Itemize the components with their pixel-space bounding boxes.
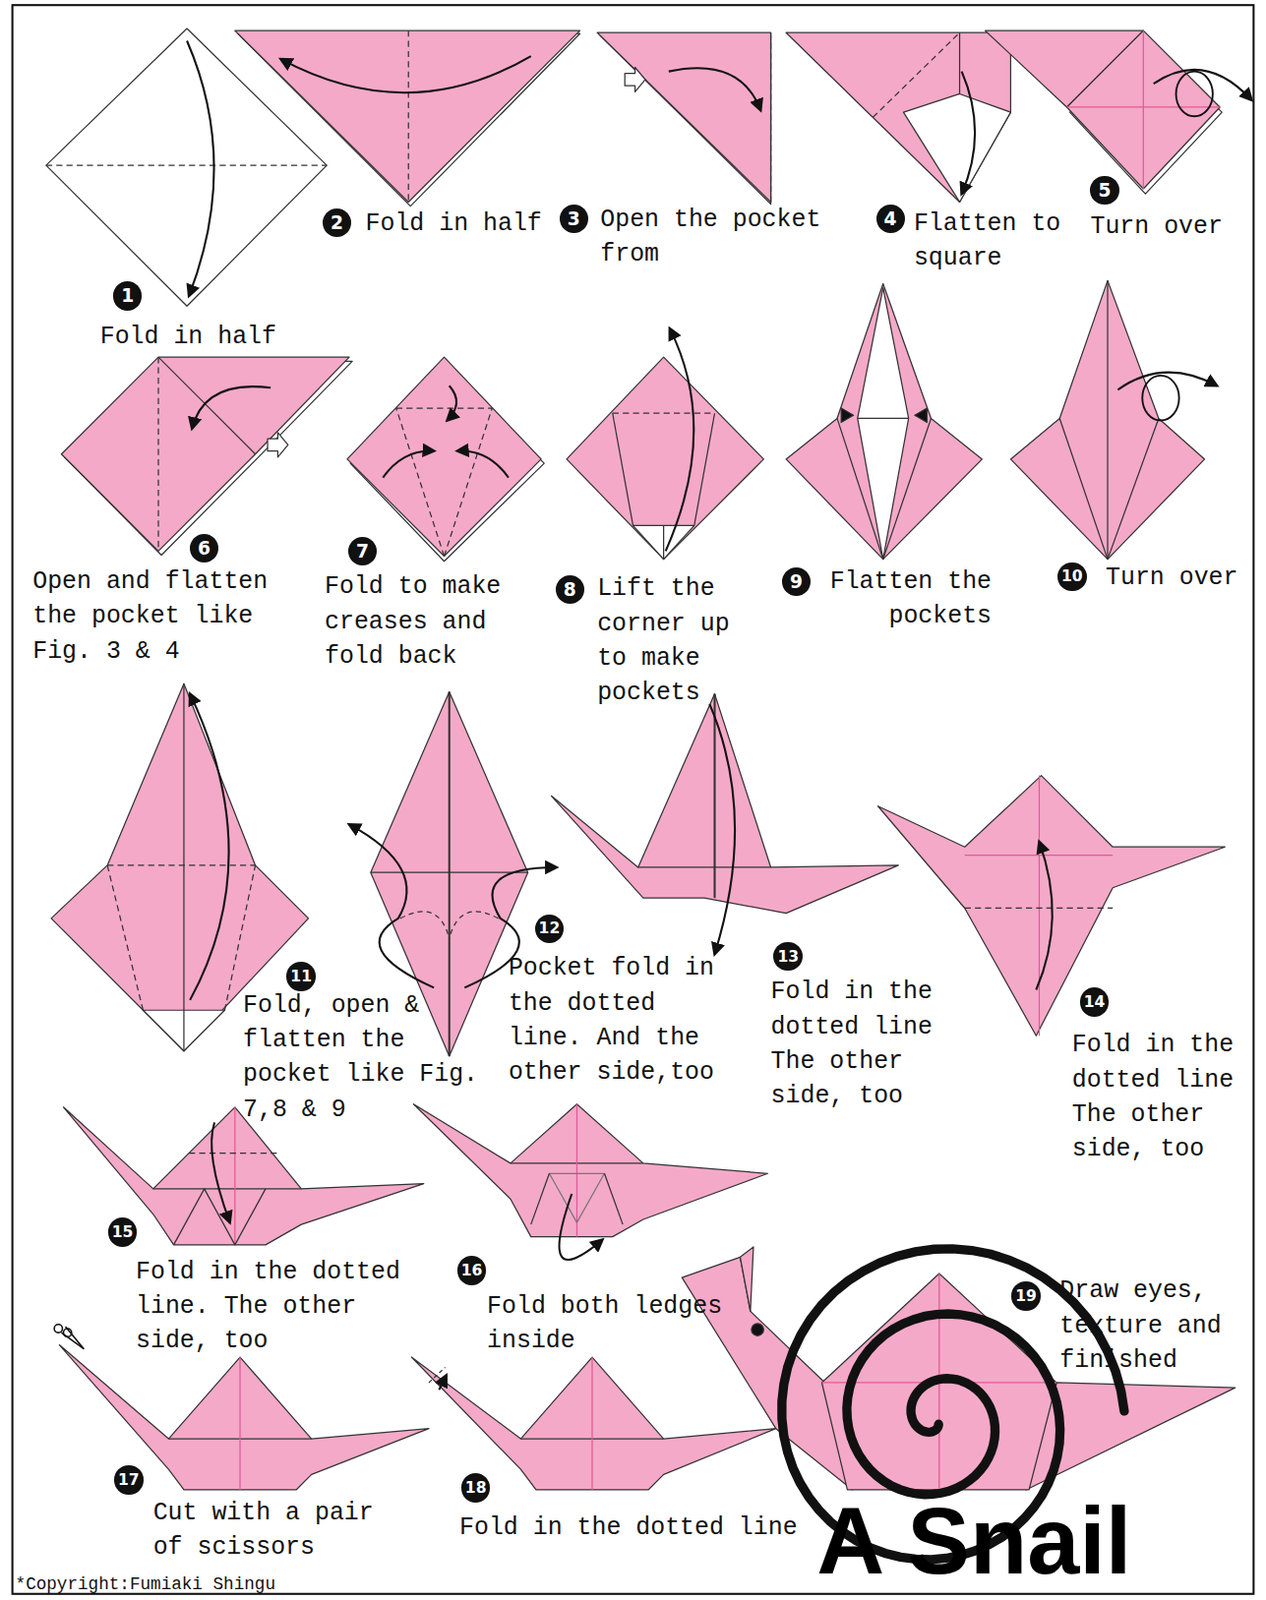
step-caption: Fold to make creases and fold back: [324, 569, 506, 674]
step-number-text: 8: [563, 579, 577, 601]
step-number: 10: [1057, 562, 1087, 593]
step-caption: Fold, open & flatten the pocket like Fig…: [242, 988, 483, 1128]
step-caption: Pocket fold in the dotted line. And the …: [508, 951, 720, 1090]
step-number: 16: [457, 1256, 487, 1286]
step-number: 3: [559, 204, 589, 234]
step-number: 19: [1011, 1281, 1041, 1312]
step-number-text: 11: [290, 967, 312, 986]
title: A Snail: [816, 1488, 1132, 1596]
step-caption: Fold in half: [365, 206, 562, 242]
step-number-text: 4: [884, 208, 898, 230]
step-number: 6: [189, 534, 219, 563]
step-caption: Open the pocket from: [600, 202, 826, 273]
step-caption: Fold in half: [100, 319, 297, 355]
step-number: 15: [108, 1217, 138, 1248]
step-number: 11: [286, 962, 316, 992]
step-caption: Fold in the dotted line The other side, …: [771, 974, 938, 1114]
step-caption: Turn over: [1105, 560, 1258, 596]
step-caption: Flatten the pockets: [825, 564, 992, 635]
step-number-text: 2: [330, 212, 344, 234]
step-number-text: 3: [567, 208, 581, 230]
step-number: 4: [876, 204, 905, 234]
step-number-text: 5: [1097, 180, 1111, 201]
step-number: 9: [782, 567, 811, 597]
step-number-text: 14: [1084, 993, 1106, 1012]
step-number-text: 9: [789, 571, 803, 593]
step-number: 18: [461, 1473, 491, 1504]
step-number: 2: [322, 208, 352, 238]
step-number-text: 1: [120, 285, 134, 306]
step-number: 14: [1080, 987, 1110, 1018]
step-number: 5: [1089, 176, 1119, 205]
step-number: 1: [113, 281, 142, 310]
step-caption: Open and flatten the pocket like Fig. 3 …: [32, 564, 273, 669]
step-caption: Fold in the dotted line. The other side,…: [135, 1255, 406, 1360]
step-number-text: 7: [356, 541, 369, 562]
step-caption: Turn over: [1089, 209, 1242, 244]
step-number-text: 18: [465, 1479, 487, 1498]
copyright-note: *Copyright:Fumiaki Shingu: [15, 1572, 302, 1598]
step-number-text: 12: [539, 919, 561, 938]
step-number: 12: [535, 914, 565, 945]
step-caption: Draw eyes, texture and finished: [1059, 1273, 1241, 1379]
step-number: 17: [114, 1465, 144, 1496]
step-caption: Lift the corner up to make pockets: [597, 571, 735, 711]
step-number-text: 15: [112, 1223, 134, 1242]
step-caption: Flatten to square: [913, 206, 1066, 277]
step-number-text: 19: [1015, 1287, 1037, 1306]
step-caption: Fold in the dotted line: [459, 1510, 818, 1546]
step-caption: Cut with a pair of scissors: [153, 1496, 379, 1567]
step-number: 13: [773, 942, 803, 972]
step-number: 8: [555, 575, 585, 604]
step-number-text: 17: [118, 1471, 140, 1490]
step-caption: Fold in the dotted line The other side, …: [1072, 1027, 1239, 1167]
step-number-text: 10: [1061, 567, 1084, 586]
step-number-text: 16: [461, 1262, 483, 1280]
step-number: 7: [348, 537, 377, 566]
step-number-text: 6: [197, 538, 211, 559]
step-caption: Fold both ledges inside: [486, 1289, 727, 1360]
step-number-text: 13: [777, 948, 799, 966]
